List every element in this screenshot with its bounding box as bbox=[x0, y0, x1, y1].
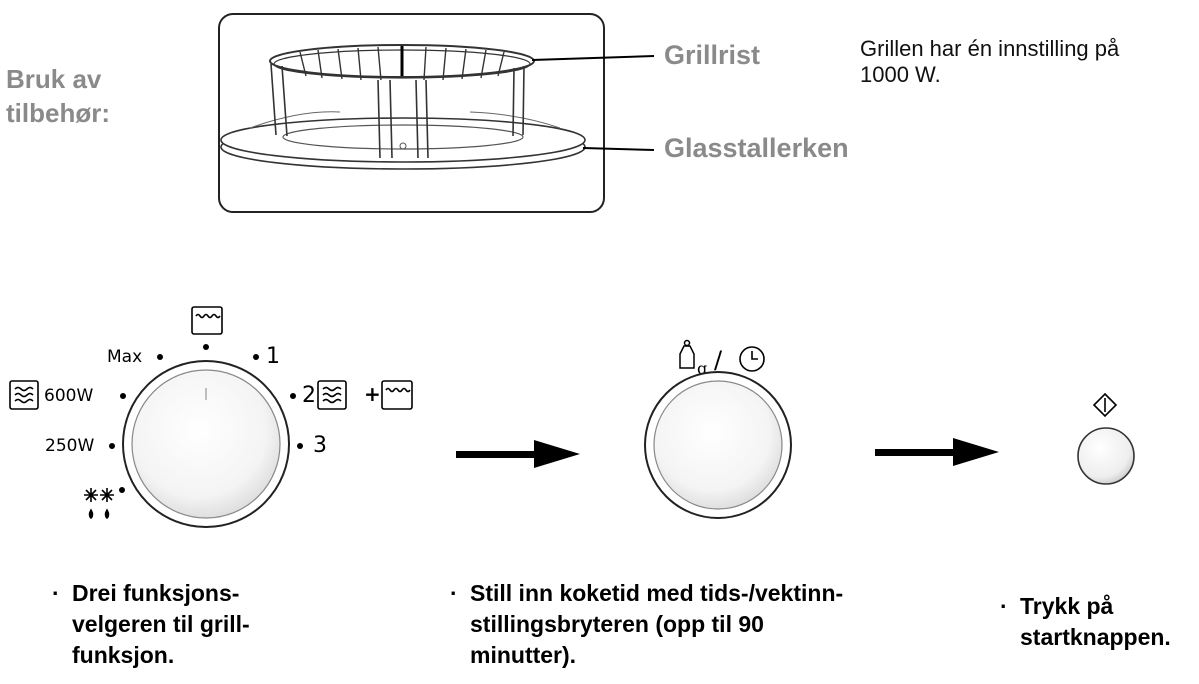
grill-description-line2: 1000 W. bbox=[860, 62, 941, 87]
step-3-line2: startknappen. bbox=[1020, 624, 1171, 650]
function-selector-knob[interactable] bbox=[122, 360, 290, 528]
combi-microwave-icon bbox=[317, 380, 347, 410]
step-3-line1: Trykk på bbox=[1020, 593, 1114, 619]
dial1-label-1: 1 bbox=[266, 344, 280, 369]
grill-description-line1: Grillen har én innstilling på bbox=[860, 36, 1120, 61]
timer-weight-knob[interactable] bbox=[644, 371, 792, 519]
step-2-line1: Still inn koketid med tids-/vektinn- bbox=[470, 580, 844, 606]
start-button[interactable] bbox=[1077, 427, 1135, 485]
clock-icon bbox=[739, 346, 765, 372]
microwave-waves-icon bbox=[9, 380, 39, 410]
dial1-label-3: 3 bbox=[313, 433, 327, 458]
label-glasstallerken: Glasstallerken bbox=[664, 133, 849, 163]
dial1-label-600w: 600W bbox=[44, 386, 94, 406]
section-title-line1: Bruk av bbox=[6, 64, 102, 94]
step-3-bullet: · bbox=[1000, 593, 1008, 619]
dial1-position-dots bbox=[109, 344, 303, 493]
weight-icon: g bbox=[679, 339, 707, 378]
step-2-instruction: · Still inn koketid med tids-/vektinn- s… bbox=[450, 578, 843, 671]
glass-plate bbox=[220, 111, 586, 170]
dial2-slash: / bbox=[714, 346, 723, 374]
combi-grill-icon bbox=[381, 380, 413, 410]
start-diamond-icon bbox=[1092, 392, 1118, 418]
step-2-bullet: · bbox=[450, 580, 458, 606]
section-title: Bruk av tilbehør: bbox=[6, 62, 206, 130]
step-1-bullet: · bbox=[52, 580, 60, 606]
dial1-label-250w: 250W bbox=[45, 436, 95, 456]
leader-line-glasstallerken bbox=[582, 147, 655, 151]
step-1-line2: velgeren til grill- bbox=[72, 611, 250, 637]
dial1-plus-sign: + bbox=[364, 382, 381, 406]
defrost-icon bbox=[84, 488, 114, 520]
step-2-line2: stillingsbryteren (opp til 90 bbox=[470, 611, 764, 637]
step-1-line1: Drei funksjons- bbox=[72, 580, 240, 606]
step-1-line3: funksjon. bbox=[72, 642, 175, 668]
dial1-label-2: 2 bbox=[302, 383, 316, 408]
arrow-right-icon bbox=[456, 440, 580, 468]
grill-description: Grillen har én innstilling på 1000 W. bbox=[860, 36, 1199, 88]
step-3-instruction: · Trykk på startknappen. bbox=[1000, 591, 1199, 653]
label-grillrist: Grillrist bbox=[664, 40, 761, 70]
grill-heater-icon bbox=[191, 306, 223, 335]
grill-rack bbox=[269, 44, 535, 159]
dial1-label-max: Max bbox=[107, 347, 143, 367]
leader-line-grillrist bbox=[531, 55, 655, 61]
arrow-right-icon bbox=[875, 438, 999, 466]
section-title-line2: tilbehør: bbox=[6, 98, 110, 128]
step-1-instruction: · Drei funksjons- velgeren til grill- fu… bbox=[52, 578, 250, 671]
step-2-line3: minutter). bbox=[470, 642, 577, 668]
svg-text:g: g bbox=[697, 359, 707, 378]
